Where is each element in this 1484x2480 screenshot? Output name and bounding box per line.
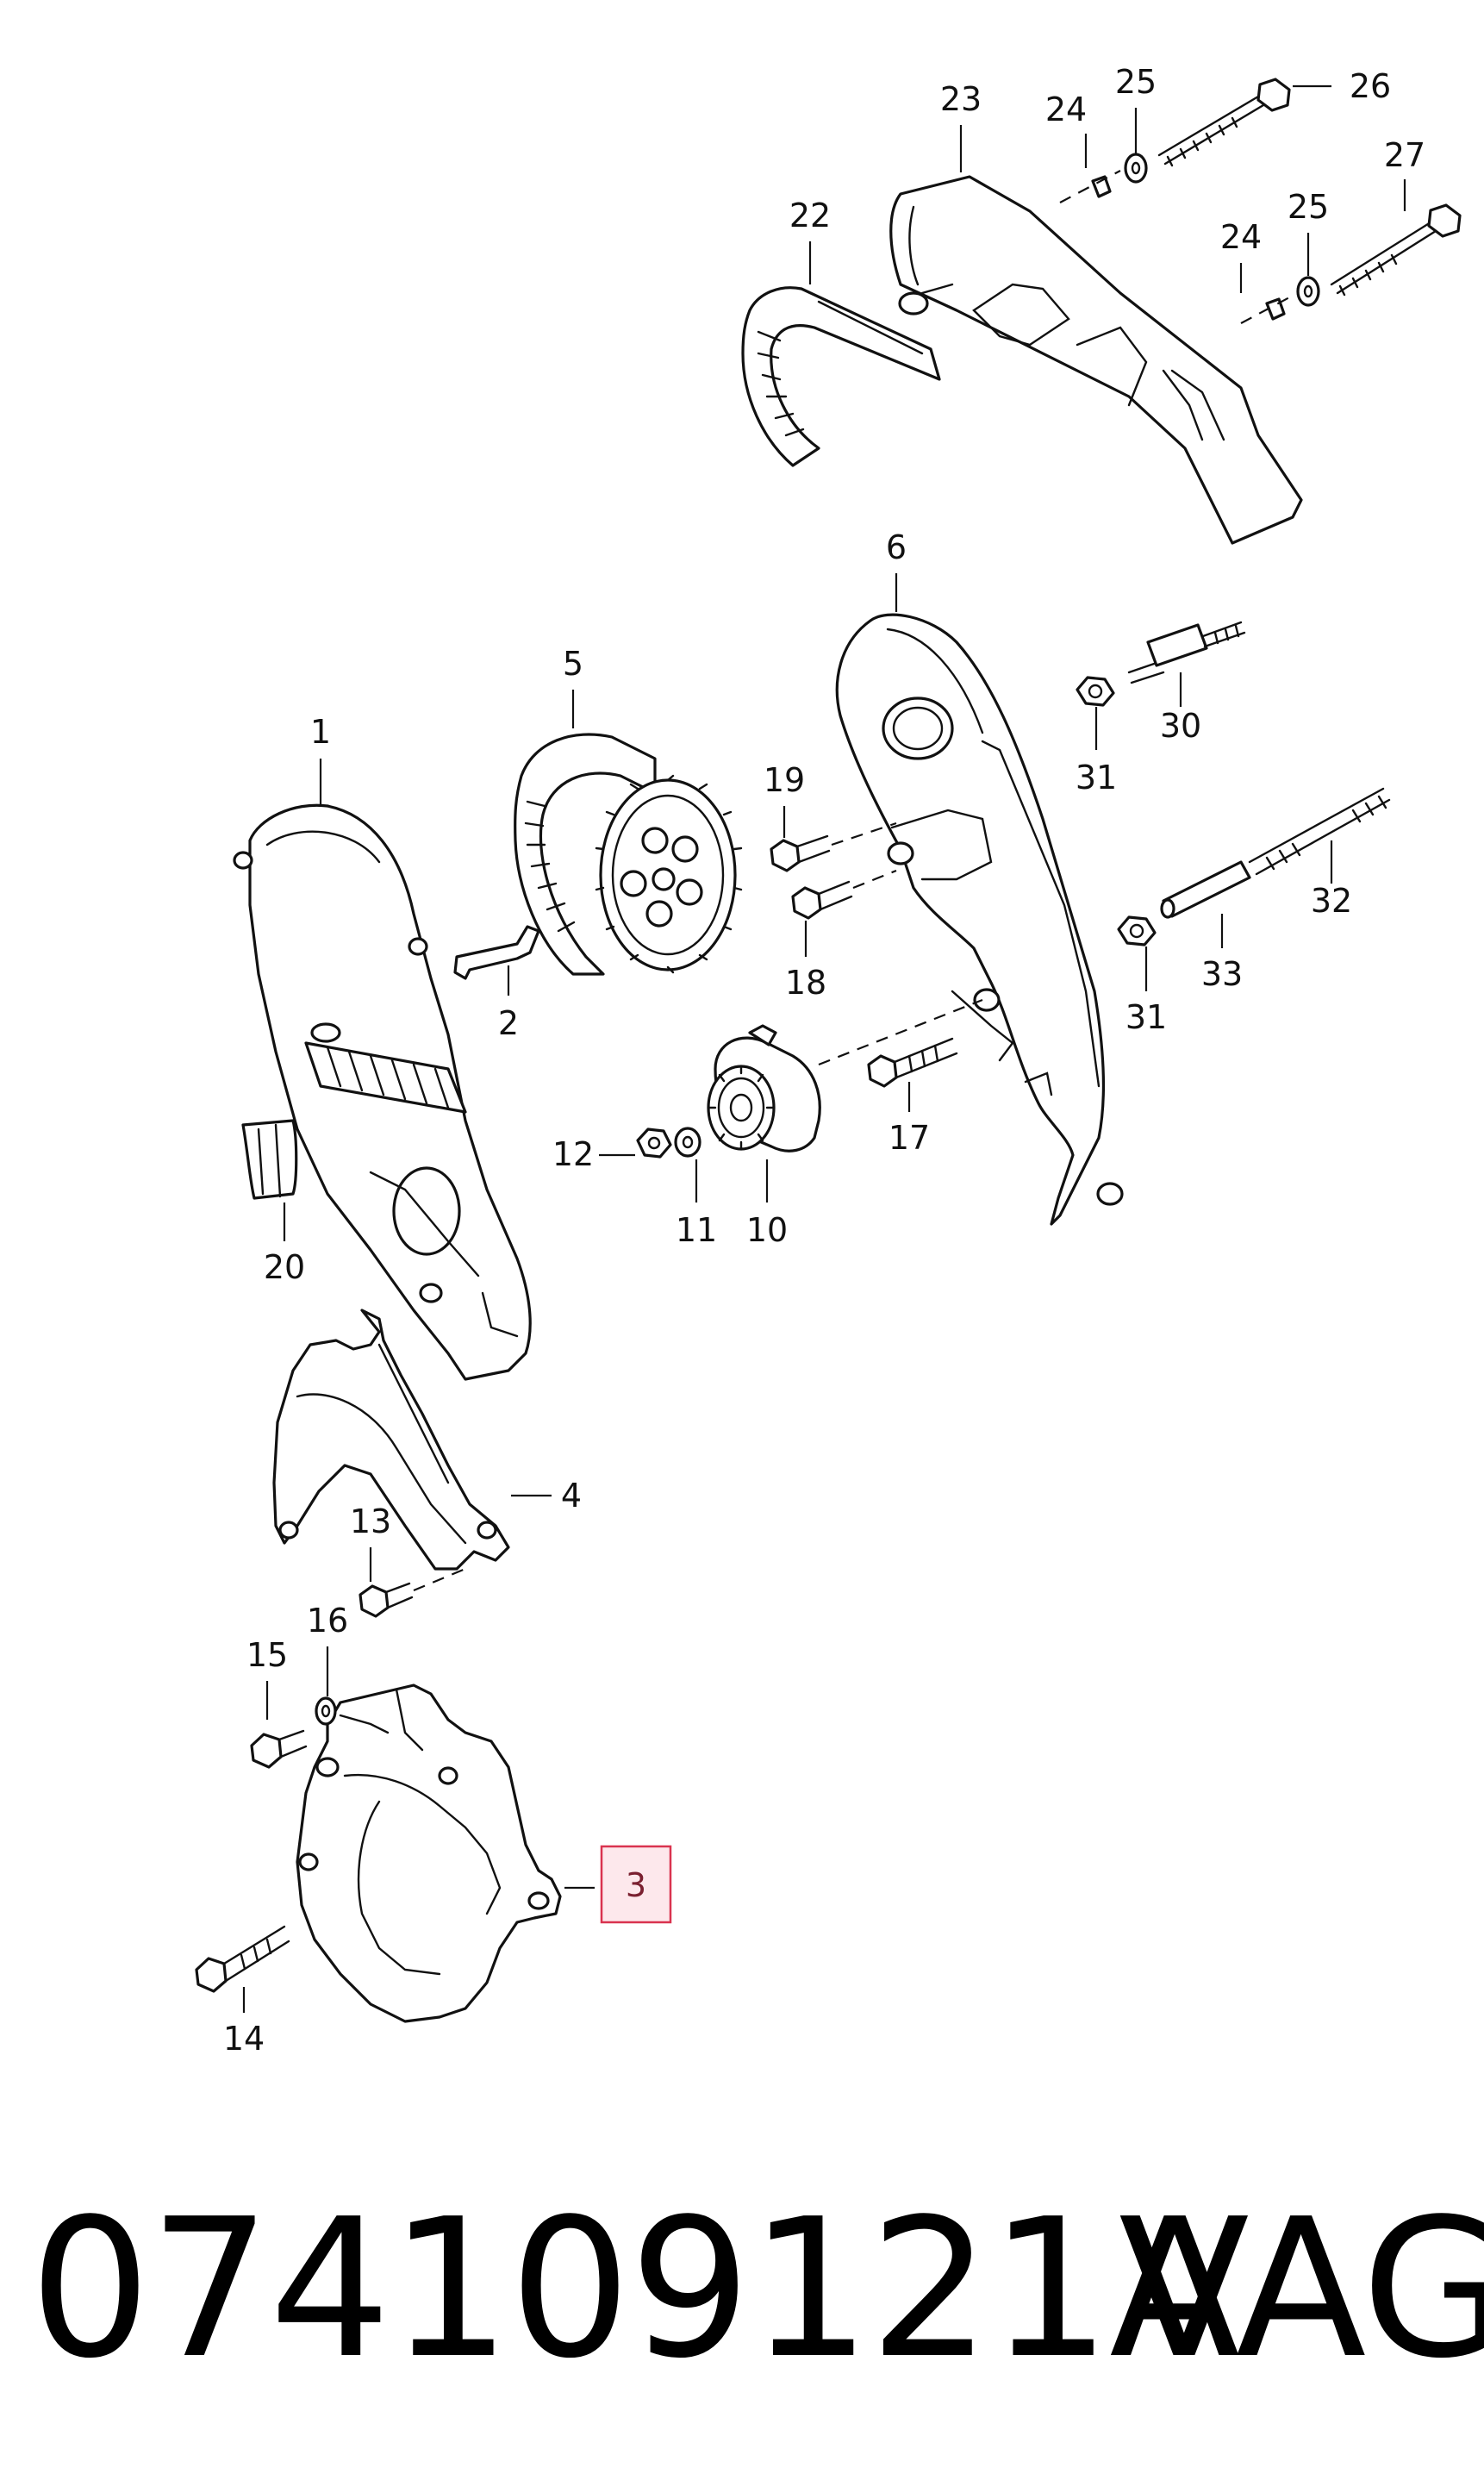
part-4-middle-cover (272, 1309, 510, 1571)
bolt-18 (791, 869, 897, 920)
callout-14: 14 (223, 2020, 265, 2058)
part-30-stud (1127, 621, 1246, 684)
washer-25a (1124, 153, 1148, 184)
callout-4: 4 (561, 1477, 582, 1515)
callout-labels: 1 2 3 4 5 6 10 11 12 13 14 15 16 17 18 1… (223, 63, 1425, 2058)
part-23-upper-cover (889, 175, 1303, 545)
callout-12: 12 (552, 1135, 594, 1173)
part-31a-nut (1076, 676, 1115, 707)
callout-20: 20 (264, 1248, 305, 1286)
part-1-outer-cover (233, 803, 532, 1381)
callout-11: 11 (676, 1211, 717, 1249)
part-10-tensioner-pulley (707, 1024, 821, 1153)
callout-25b: 25 (1288, 188, 1329, 226)
callout-3: 3 (626, 1866, 646, 1904)
callout-15: 15 (246, 1636, 288, 1674)
callout-18: 18 (785, 964, 826, 1002)
bolt-13 (359, 1567, 466, 1618)
part-2-clip (453, 925, 540, 980)
callout-6: 6 (886, 528, 907, 566)
brand-name: VAG (1119, 2178, 1484, 2401)
part-12-nut (636, 1128, 672, 1159)
part-33-sleeve (1160, 860, 1251, 919)
callout-2: 2 (498, 1004, 519, 1042)
callout-19: 19 (764, 761, 805, 799)
bolt-17 (818, 998, 983, 1088)
part-22-timing-belt-segment (741, 286, 941, 467)
callout-13: 13 (350, 1502, 391, 1540)
callout-31b: 31 (1125, 998, 1167, 1036)
callout-24a: 24 (1045, 91, 1087, 128)
callout-23: 23 (940, 80, 982, 118)
part-32-long-stud (1248, 787, 1391, 876)
bolt-15 (250, 1729, 308, 1769)
callout-16: 16 (307, 1602, 348, 1640)
bolt-14 (195, 1925, 290, 1993)
callout-32: 32 (1311, 882, 1352, 920)
part-3-lower-cover (296, 1684, 562, 2023)
bolt-19 (770, 821, 897, 872)
bolt-27 (1330, 203, 1462, 297)
callout-17: 17 (889, 1119, 930, 1157)
part-6-rear-cover (835, 613, 1124, 1226)
callout-25a: 25 (1115, 63, 1157, 101)
highlight-box-3 (600, 1845, 672, 1924)
clip-24a (1059, 170, 1121, 203)
callout-1: 1 (310, 713, 331, 751)
callout-30: 30 (1160, 707, 1201, 745)
clip-24b (1240, 295, 1294, 324)
bolt-26 (1157, 78, 1291, 167)
callout-22: 22 (789, 197, 831, 234)
part-5-camshaft-sprocket (514, 733, 743, 976)
callout-27: 27 (1384, 136, 1425, 174)
leader-lines (242, 84, 1406, 2013)
callout-5: 5 (563, 645, 583, 683)
callout-24b: 24 (1220, 218, 1262, 256)
callout-10: 10 (746, 1211, 788, 1249)
callout-33: 33 (1201, 955, 1243, 993)
part-11-washer (674, 1127, 701, 1158)
callout-26: 26 (1350, 67, 1391, 105)
washer-25b (1296, 276, 1320, 307)
part-number: 074109121A (29, 2178, 1240, 2401)
exploded-parts-diagram: 1 2 3 4 5 6 10 11 12 13 14 15 16 17 18 1… (195, 63, 1462, 2058)
part-31b-nut (1117, 915, 1157, 946)
washer-16 (315, 1696, 337, 1726)
callout-31a: 31 (1076, 759, 1117, 796)
part-20-bracket (241, 1119, 298, 1200)
